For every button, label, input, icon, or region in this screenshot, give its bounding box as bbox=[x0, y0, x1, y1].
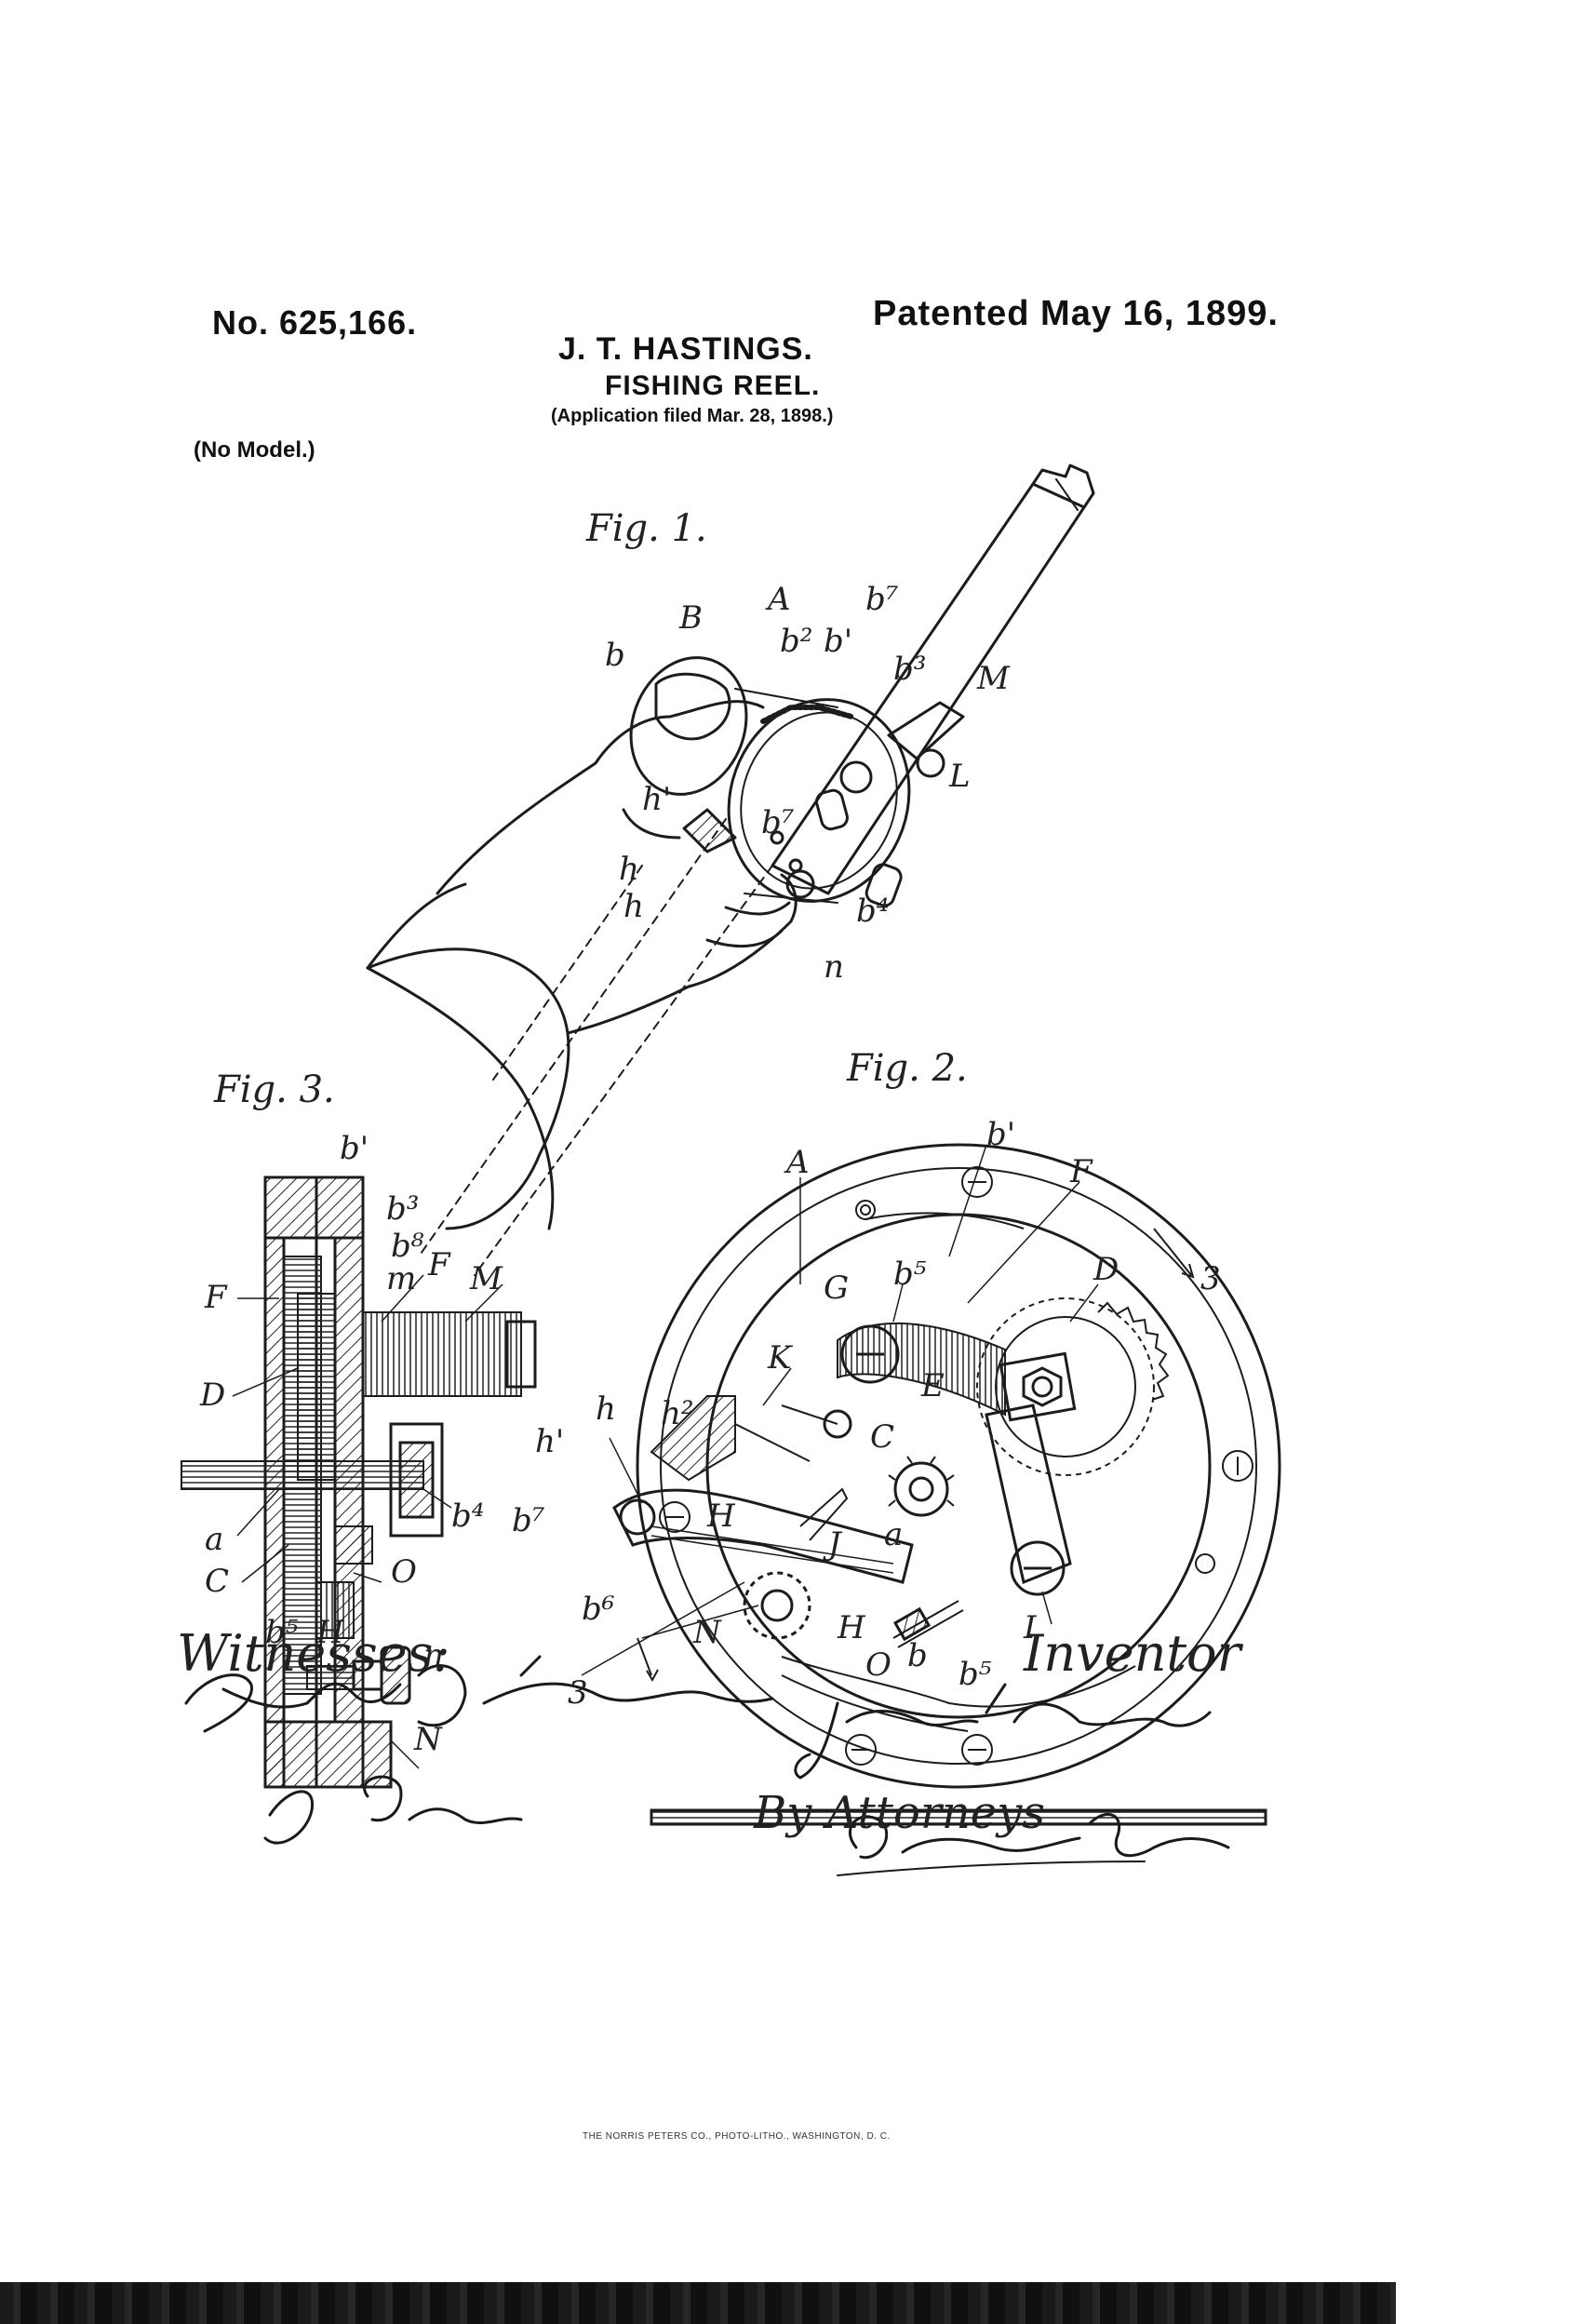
ref-label: b' bbox=[824, 623, 852, 660]
ref-label: H bbox=[706, 1498, 736, 1535]
ref-label: C bbox=[205, 1563, 229, 1600]
ref-label: B bbox=[678, 599, 703, 637]
witnesses-label: Witnesses: bbox=[177, 1624, 450, 1683]
ref-label: b³ bbox=[893, 651, 926, 688]
ref-label: E bbox=[920, 1367, 945, 1404]
ref-label: G bbox=[824, 1269, 849, 1307]
patent-date: Patented May 16, 1899. bbox=[873, 294, 1279, 333]
ref-label: D bbox=[1093, 1251, 1119, 1288]
ref-label: A bbox=[765, 581, 791, 618]
ref-label: b⁵ bbox=[893, 1256, 927, 1293]
by-attorneys-label: By Attorneys bbox=[754, 1787, 1045, 1839]
ref-label: F bbox=[427, 1246, 451, 1283]
ref-label: L bbox=[948, 758, 971, 795]
ref-label: b⁵ bbox=[959, 1656, 992, 1693]
scan-edge bbox=[0, 2282, 1396, 2324]
ref-label: b⁷ bbox=[761, 804, 795, 841]
ref-label: h' bbox=[642, 781, 671, 818]
inventor-signature bbox=[794, 1683, 1212, 1780]
ref-label: b bbox=[605, 637, 625, 674]
ref-label: A bbox=[784, 1144, 810, 1181]
ref-label: O bbox=[865, 1646, 892, 1684]
ref-label: H bbox=[837, 1609, 866, 1646]
ref-label: 3 bbox=[1200, 1260, 1221, 1297]
invention-title: FISHING REEL. bbox=[605, 370, 821, 401]
ref-label: b³ bbox=[386, 1190, 419, 1228]
figure-2-drawing bbox=[581, 1143, 1281, 1826]
ref-label: b' bbox=[986, 1116, 1015, 1153]
figure-3-drawing bbox=[181, 1175, 537, 1789]
figure-3-label: Fig. 3. bbox=[214, 1068, 335, 1111]
application-filed: (Application filed Mar. 28, 1898.) bbox=[551, 406, 834, 426]
ref-label: N bbox=[413, 1721, 443, 1758]
ref-label: h' bbox=[535, 1423, 564, 1460]
ref-label: n bbox=[824, 948, 844, 986]
ref-label: N bbox=[692, 1614, 722, 1651]
inventor-label: Inventor bbox=[1024, 1624, 1241, 1683]
ref-label: h bbox=[623, 888, 644, 925]
ref-label: M bbox=[469, 1260, 503, 1297]
ref-label: h bbox=[619, 851, 639, 888]
ref-label: b⁴ bbox=[451, 1498, 484, 1535]
ref-label: J bbox=[823, 1525, 843, 1563]
ref-label: h² bbox=[661, 1395, 694, 1432]
ref-label: F bbox=[1069, 1153, 1093, 1190]
ref-label: b⁸ bbox=[391, 1228, 424, 1265]
model-note: (No Model.) bbox=[194, 437, 315, 463]
witness-signature-1 bbox=[184, 1655, 774, 1733]
ref-label: b' bbox=[340, 1130, 369, 1167]
witness-signature-2 bbox=[263, 1775, 523, 1845]
ref-label: 3 bbox=[568, 1674, 588, 1712]
ref-label: b⁷ bbox=[865, 581, 899, 618]
ref-label: b⁴ bbox=[856, 893, 889, 930]
reference-letters: B A b⁷ b b² b' b³ M L h' b⁷ h h b⁴ n A b… bbox=[199, 581, 1221, 1758]
ref-label: a bbox=[884, 1516, 903, 1553]
ref-label: a bbox=[205, 1521, 223, 1558]
ref-label: K bbox=[767, 1339, 794, 1377]
ref-label: F bbox=[204, 1279, 228, 1316]
ref-label: h bbox=[596, 1390, 616, 1428]
figure-2-label: Fig. 2. bbox=[847, 1047, 968, 1090]
ref-label: C bbox=[870, 1418, 894, 1456]
ref-label: I bbox=[1023, 1609, 1037, 1646]
ref-label: M bbox=[976, 660, 1011, 697]
ref-label: b⁷ bbox=[512, 1502, 545, 1539]
attorneys-signature bbox=[837, 1812, 1230, 1876]
printer-imprint: THE NORRIS PETERS CO., PHOTO-LITHO., WAS… bbox=[583, 2131, 891, 2142]
figure-1-drawing bbox=[366, 463, 1095, 1276]
patent-number: No. 625,166. bbox=[212, 303, 418, 342]
ref-label: m bbox=[386, 1260, 416, 1297]
ref-label: H bbox=[315, 1614, 345, 1651]
ref-label: D bbox=[199, 1377, 225, 1414]
ref-label: b⁵ bbox=[265, 1614, 299, 1651]
ref-label: O bbox=[391, 1553, 417, 1591]
ref-label: b bbox=[907, 1637, 928, 1674]
ref-label: b² bbox=[780, 623, 812, 660]
inventor-name: J. T. HASTINGS. bbox=[558, 331, 813, 367]
ref-label: b⁶ bbox=[582, 1591, 614, 1628]
figure-1-label: Fig. 1. bbox=[586, 507, 707, 550]
